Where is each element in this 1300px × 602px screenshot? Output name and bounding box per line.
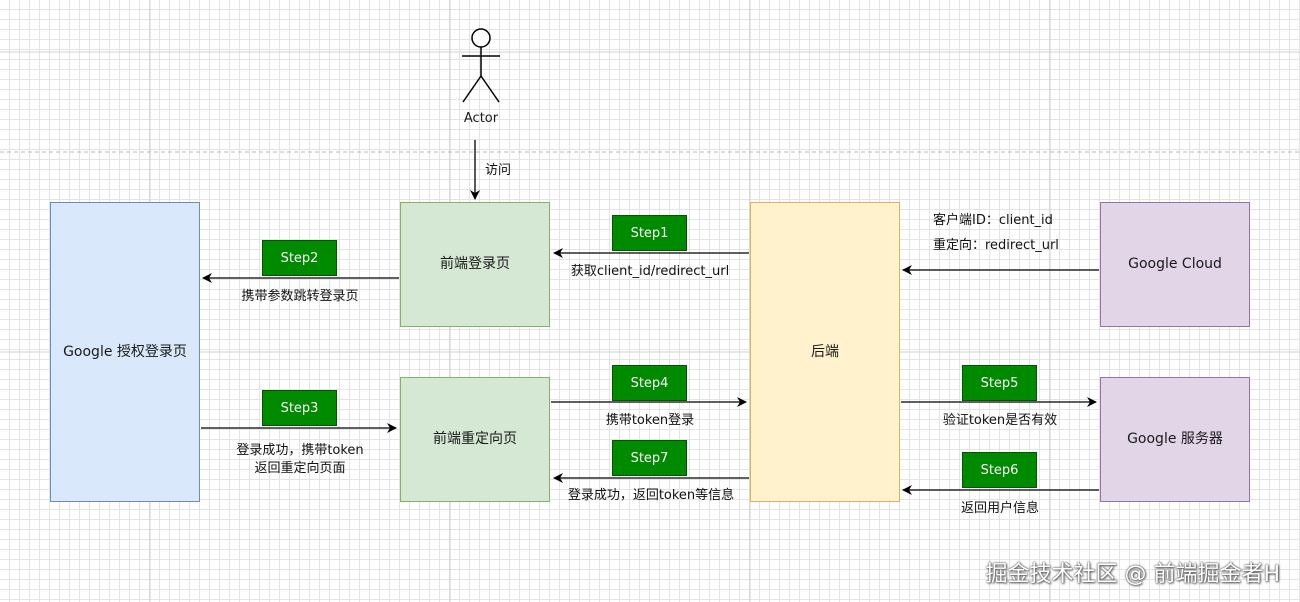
step3-label-line2: 返回重定向页面 [254, 461, 346, 476]
backend-box: 后端 [750, 202, 900, 502]
watermark-text: 掘金技术社区 @ 前端掘金者H [985, 562, 1280, 587]
cloud-clientid-label: 客户端ID：client_id [933, 213, 1053, 228]
step1-label: 获取client_id/redirect_url [570, 264, 730, 279]
frontend-login-label: 前端登录页 [440, 256, 510, 273]
visit-label: 访问 [485, 163, 512, 178]
step2-tag: Step2 [262, 240, 337, 276]
step3-label-line1: 登录成功，携带token [236, 443, 364, 458]
google-server-box: Google 服务器 [1100, 377, 1250, 502]
frontend-redirect-box: 前端重定向页 [400, 377, 550, 502]
google-cloud-label: Google Cloud [1128, 256, 1222, 273]
google-auth-page-box: Google 授权登录页 [50, 202, 200, 502]
cloud-redirect-label: 重定向：redirect_url [933, 238, 1059, 253]
step5-label: 验证token是否有效 [942, 413, 1058, 428]
step5-tag: Step5 [962, 365, 1037, 401]
step4-tag: Step4 [612, 365, 687, 401]
actor-label: Actor [463, 111, 499, 126]
step1-tag: Step1 [612, 215, 687, 251]
step7-label: 登录成功，返回token等信息 [567, 488, 735, 503]
step3-tag: Step3 [262, 390, 337, 426]
step2-label: 携带参数跳转登录页 [241, 289, 359, 304]
google-auth-page-label: Google 授权登录页 [63, 343, 187, 360]
person-stick-figure-icon [462, 28, 500, 103]
step6-tag: Step6 [962, 452, 1037, 488]
step6-label: 返回用户信息 [960, 501, 1039, 516]
backend-label: 后端 [811, 343, 839, 360]
step7-tag: Step7 [612, 440, 687, 476]
step4-label: 携带token登录 [605, 413, 695, 428]
google-cloud-box: Google Cloud [1100, 202, 1250, 327]
frontend-redirect-label: 前端重定向页 [433, 431, 517, 448]
frontend-login-box: 前端登录页 [400, 202, 550, 327]
google-server-label: Google 服务器 [1127, 431, 1223, 448]
